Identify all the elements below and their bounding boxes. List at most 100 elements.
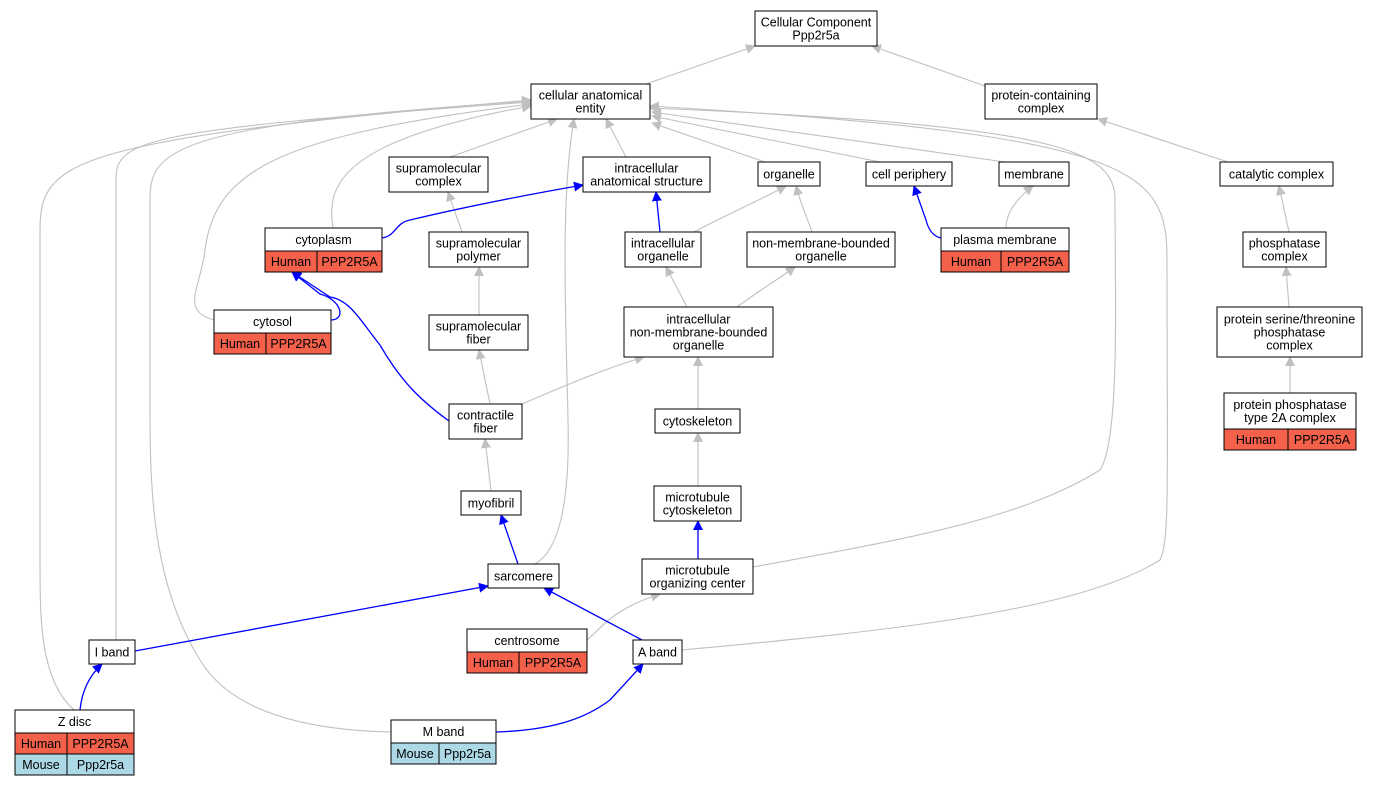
edges-layer <box>39 44 1295 733</box>
node-label: complex <box>1018 102 1065 116</box>
is-a-edge <box>194 100 532 321</box>
gene-label: PPP2R5A <box>525 656 582 670</box>
node-mem[interactable]: membrane <box>998 161 1070 187</box>
node-label: intracellular <box>667 313 731 327</box>
part-of-edge <box>499 514 519 565</box>
part-of-edge <box>912 185 942 239</box>
node-label: polymer <box>456 250 500 264</box>
node-label: contractile <box>457 409 514 423</box>
node-aband[interactable]: A band <box>632 639 683 665</box>
species-label: Mouse <box>396 747 434 761</box>
node-box <box>448 403 523 440</box>
part-of-edge <box>543 587 643 641</box>
node-label: organelle <box>795 250 846 264</box>
node-label: type 2A complex <box>1244 411 1336 425</box>
is-a-edge <box>1005 185 1034 229</box>
part-of-edge <box>291 271 341 321</box>
node-box <box>984 83 1098 120</box>
node-label: non-membrane-bounded <box>630 326 768 340</box>
node-box <box>757 161 821 187</box>
node-sarc[interactable]: sarcomere <box>487 563 560 589</box>
is-a-edge <box>605 118 627 158</box>
is-a-edge <box>39 95 532 711</box>
node-label: membrane <box>1004 168 1064 182</box>
node-label: I band <box>95 646 130 660</box>
gene-label: PPP2R5A <box>1007 255 1064 269</box>
node-label: complex <box>415 175 462 189</box>
node-pstp[interactable]: protein serine/threoninephosphatasecompl… <box>1216 306 1363 358</box>
node-label: cytoskeleton <box>663 504 733 518</box>
node-label: entity <box>576 102 607 116</box>
node-label: plasma membrane <box>953 233 1057 247</box>
node-label: organelle <box>673 339 724 353</box>
node-box <box>632 639 683 665</box>
species-label: Human <box>271 255 311 269</box>
node-label: supramolecular <box>436 237 521 251</box>
is-a-edge <box>475 349 491 405</box>
node-iband[interactable]: I band <box>88 639 136 665</box>
species-label: Human <box>220 337 260 351</box>
node-myo[interactable]: myofibril <box>460 490 522 516</box>
is-a-edge <box>521 354 645 405</box>
node-cper[interactable]: cell periphery <box>865 161 953 187</box>
part-of-edge <box>651 191 662 233</box>
node-label: Ppp2r5a <box>792 29 839 43</box>
node-label: A band <box>638 646 677 660</box>
node-label: anatomical structure <box>590 175 703 189</box>
node-label: organizing center <box>650 577 746 591</box>
is-a-edge <box>736 266 796 308</box>
is-a-edge <box>649 101 1168 651</box>
part-of-edge <box>381 181 584 239</box>
node-label: microtubule <box>665 491 730 505</box>
node-label: organelle <box>637 250 688 264</box>
is-a-edge <box>1097 117 1229 163</box>
node-inmbo[interactable]: intracellularnon-membrane-boundedorganel… <box>623 306 774 358</box>
node-box <box>624 231 702 268</box>
node-label: cell periphery <box>872 168 947 182</box>
node-box <box>746 231 896 268</box>
is-a-edge <box>534 118 578 565</box>
node-box <box>88 639 136 665</box>
is-a-edge <box>331 102 532 229</box>
gene-cell <box>316 250 383 273</box>
is-a-edge <box>449 117 558 158</box>
node-label: protein serine/threonine <box>1224 313 1355 327</box>
node-box <box>1219 161 1334 187</box>
node-label: cellular anatomical <box>539 89 643 103</box>
gene-cell <box>518 651 588 674</box>
is-a-edge <box>446 191 463 233</box>
node-org[interactable]: organelle <box>757 161 821 187</box>
is-a-edge <box>149 96 532 733</box>
node-csk[interactable]: cytoskeleton <box>654 408 741 434</box>
node-box <box>641 558 754 595</box>
is-a-edge <box>665 266 688 308</box>
gene-label: Ppp2r5a <box>444 747 491 761</box>
node-label: sarcomere <box>494 570 553 584</box>
node-label: catalytic complex <box>1229 168 1325 182</box>
is-a-edge <box>871 44 986 87</box>
node-catc[interactable]: catalytic complex <box>1219 161 1334 187</box>
gene-cell <box>438 742 497 765</box>
